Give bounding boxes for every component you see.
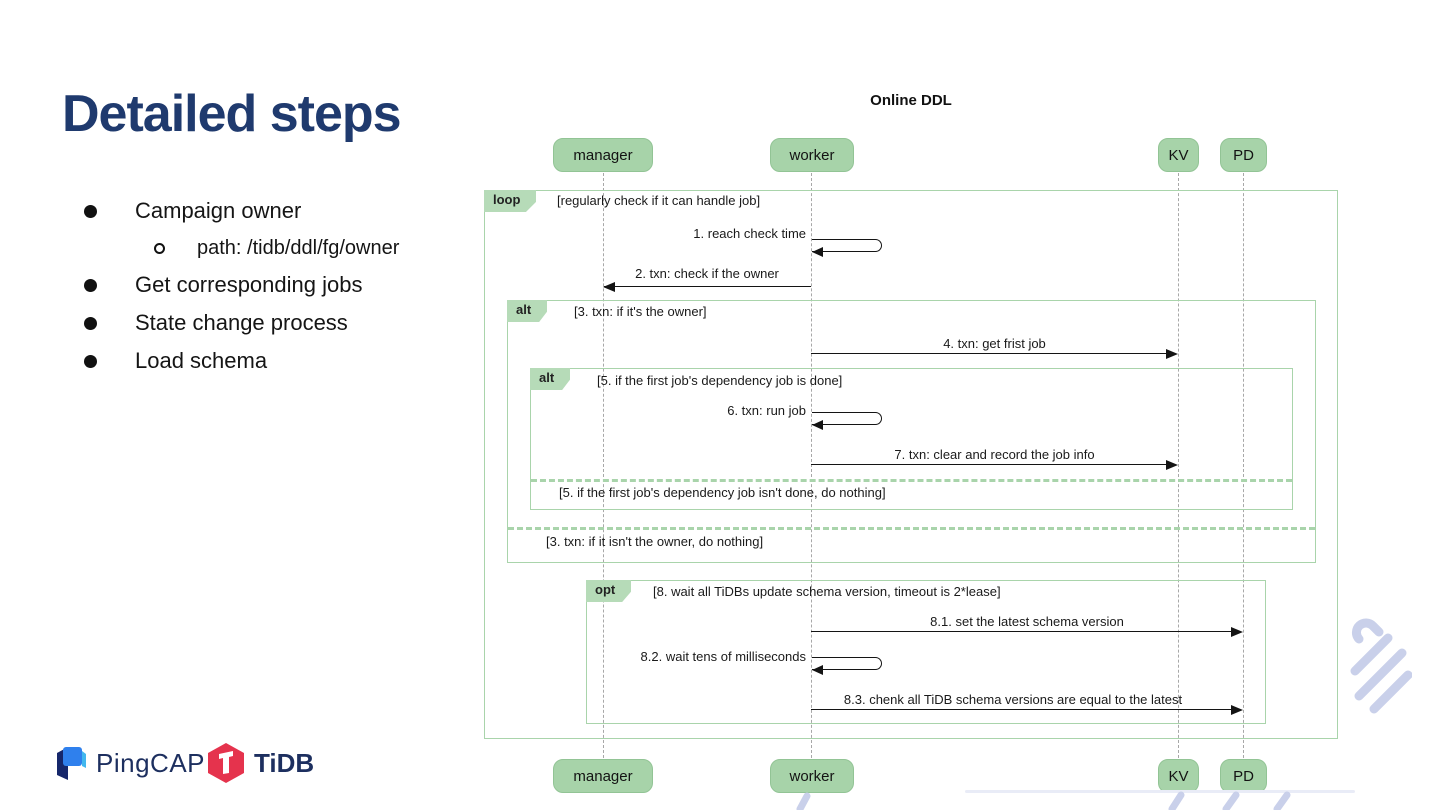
frame-loop-condition: [regularly check if it can handle job]	[557, 193, 761, 208]
bullet-dot-icon	[84, 354, 97, 368]
frame-alt-dependency-condition: [5. if the first job's dependency job is…	[597, 373, 843, 388]
actor-pd-bottom: PD	[1220, 759, 1267, 793]
message-arrow	[811, 709, 1236, 710]
bullet-dot-icon	[84, 316, 97, 330]
list-item: State change process	[84, 308, 484, 338]
pingcap-logo-icon	[57, 747, 86, 780]
arrowhead-right-icon	[1231, 627, 1243, 637]
actor-kv-bottom: KV	[1158, 759, 1199, 793]
bullet-text: Campaign owner	[135, 198, 302, 223]
self-message-arrow	[812, 239, 882, 252]
bullet-list: Campaign owner path: /tidb/ddl/fg/owner …	[84, 196, 484, 384]
lifeline-manager	[603, 173, 604, 758]
actor-kv-top: KV	[1158, 138, 1199, 172]
arrowhead-right-icon	[1166, 349, 1178, 359]
self-message-arrow	[812, 657, 882, 670]
frame-alt-dependency-else: [5. if the first job's dependency job is…	[559, 485, 886, 500]
list-item: Get corresponding jobs	[84, 270, 484, 300]
message-text: 8.2. wait tens of milliseconds	[640, 649, 806, 664]
arrowhead-left-icon	[812, 247, 823, 257]
frame-alt-dependency: alt [5. if the first job's dependency jo…	[530, 368, 1293, 510]
message-text: 8.1. set the latest schema version	[930, 614, 1124, 629]
decor-bottom-icon	[796, 790, 1355, 810]
message-text: 8.3. chenk all TiDB schema versions are …	[843, 692, 1183, 707]
message-arrow	[604, 286, 811, 287]
arrowhead-right-icon	[1231, 705, 1243, 715]
message-arrow	[811, 464, 1171, 465]
page-title: Detailed steps	[62, 85, 402, 143]
arrowhead-left-icon	[812, 665, 823, 675]
message-text: 1. reach check time	[693, 226, 806, 241]
frame-alt-dependency-label: alt	[530, 368, 571, 390]
lifeline-pd	[1243, 173, 1244, 758]
bullet-dot-icon	[84, 204, 97, 218]
list-item: path: /tidb/ddl/fg/owner	[154, 234, 484, 262]
bullet-text: Load schema	[135, 348, 268, 373]
frame-loop-label: loop	[484, 190, 537, 212]
actor-worker-top: worker	[770, 138, 854, 172]
frame-alt-owner-condition: [3. txn: if it's the owner]	[574, 304, 707, 319]
actor-manager-bottom: manager	[553, 759, 653, 793]
frame-opt-condition: [8. wait all TiDBs update schema version…	[653, 584, 1001, 599]
message-text: 7. txn: clear and record the job info	[894, 447, 1095, 462]
frame-alt-owner-divider	[508, 527, 1315, 530]
message-text: 4. txn: get frist job	[943, 336, 1046, 351]
tidb-wordmark: TiDB	[254, 747, 315, 778]
self-message-arrow	[812, 412, 882, 425]
diagram-title: Online DDL	[870, 92, 952, 109]
message-text: 2. txn: check if the owner	[635, 266, 779, 281]
lifeline-kv	[1178, 173, 1179, 758]
bullet-text: Get corresponding jobs	[135, 272, 363, 297]
bullet-dot-icon	[84, 278, 97, 292]
bullet-text: path: /tidb/ddl/fg/owner	[197, 237, 400, 259]
lifeline-worker	[811, 173, 812, 758]
actor-worker-bottom: worker	[770, 759, 854, 793]
message-arrow	[811, 353, 1171, 354]
tidb-logo: TiDB	[206, 742, 314, 784]
frame-opt: opt [8. wait all TiDBs update schema ver…	[586, 580, 1266, 724]
list-item: Load schema	[84, 346, 484, 376]
pingcap-logo: PingCAP	[54, 744, 205, 782]
tidb-logo-icon	[208, 743, 244, 783]
pingcap-wordmark: PingCAP	[96, 747, 205, 778]
arrowhead-left-icon	[603, 282, 615, 292]
decor-stripes-icon	[1350, 618, 1412, 714]
bullet-text: State change process	[135, 310, 348, 335]
frame-alt-dependency-divider	[531, 479, 1292, 482]
frame-opt-label: opt	[586, 580, 632, 602]
arrowhead-left-icon	[812, 420, 823, 430]
message-arrow	[811, 631, 1236, 632]
bullet-circle-icon	[154, 242, 165, 254]
frame-loop: loop [regularly check if it can handle j…	[484, 190, 1338, 739]
actor-manager-top: manager	[553, 138, 653, 172]
frame-alt-owner-else: [3. txn: if it isn't the owner, do nothi…	[546, 534, 764, 549]
actor-pd-top: PD	[1220, 138, 1267, 172]
arrowhead-right-icon	[1166, 460, 1178, 470]
frame-alt-owner: alt [3. txn: if it's the owner] [3. txn:…	[507, 300, 1316, 563]
frame-alt-owner-label: alt	[507, 300, 548, 322]
list-item: Campaign owner	[84, 196, 484, 226]
message-text: 6. txn: run job	[727, 403, 806, 418]
